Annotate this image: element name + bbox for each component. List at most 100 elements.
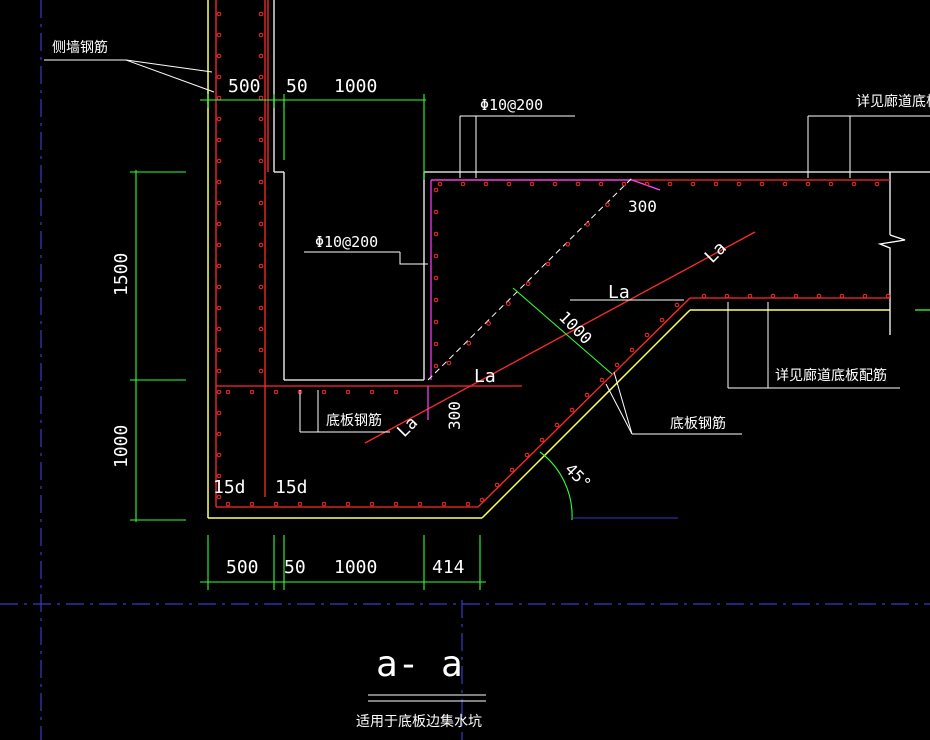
rebar-dot [216, 95, 222, 101]
rebar-dot [805, 181, 811, 187]
rebar-dot [216, 494, 222, 500]
rebar-dot [433, 363, 439, 369]
rebar-dot [460, 181, 466, 187]
rebar-dot [851, 181, 857, 187]
anchor-15d-left: 15d [213, 477, 246, 498]
rebar-dot [258, 242, 264, 248]
rebar-dot [494, 482, 500, 488]
rebar-dot [545, 261, 551, 267]
leader-lines [44, 59, 930, 702]
rebar-dot [862, 293, 868, 299]
rebar-dot [713, 181, 719, 187]
phi10-mid-label: Φ10@200 [315, 233, 378, 251]
dashed-diagonal [427, 177, 633, 381]
rebar-dot [216, 389, 222, 395]
rebar-dot [258, 179, 264, 185]
rebar-dot [598, 181, 604, 187]
rebar-dot [258, 221, 264, 227]
floor-rebar-left-label: 底板钢筋 [326, 412, 382, 429]
rebar-dot [249, 501, 255, 507]
rebar-dot [216, 347, 222, 353]
rebar-dot [483, 181, 489, 187]
rebar-dot [216, 179, 222, 185]
dim-1500: 1500 [111, 253, 132, 296]
rebar-dot [539, 437, 545, 443]
dim-1000-vert: 1000 [111, 425, 132, 468]
rebar-dot [417, 501, 423, 507]
rebar-dot [433, 209, 439, 215]
rebar-dot [258, 368, 264, 374]
rebar-dot [747, 293, 753, 299]
rebar-dot [216, 242, 222, 248]
rebar-dot [273, 501, 279, 507]
rebar-dot [345, 389, 351, 395]
rebar-dot [446, 360, 452, 366]
rebar-dot [393, 389, 399, 395]
rebar-dot [216, 158, 222, 164]
rebar-dot [441, 501, 447, 507]
dim-top-50: 50 [286, 76, 308, 97]
rebar-dot [258, 53, 264, 59]
rebar-dot [216, 137, 222, 143]
dim-bot-1000: 1000 [334, 557, 377, 578]
rebar-dot [433, 187, 439, 193]
rebar-dot [839, 293, 845, 299]
rebar-dot [216, 221, 222, 227]
rebar-dot [273, 389, 279, 395]
dim-300-top: 300 [628, 197, 657, 216]
dimension-lines [130, 94, 678, 590]
rebar-dot [614, 362, 620, 368]
rebar-dot [828, 181, 834, 187]
rebar-dot [225, 389, 231, 395]
rebar-dot [644, 181, 650, 187]
rebar-dot [524, 452, 530, 458]
rebar-dot [736, 181, 742, 187]
rebar-dot [249, 389, 255, 395]
rebar-dot [216, 116, 222, 122]
rebar-dot [465, 501, 471, 507]
rebar-dot [433, 275, 439, 281]
rebar-dot [393, 501, 399, 507]
rebar-dot [258, 32, 264, 38]
pit-outline [273, 0, 930, 381]
la-low-label: La [474, 366, 496, 387]
rebar-dot [216, 200, 222, 206]
rebar-dot [565, 241, 571, 247]
dim-top-500: 500 [228, 76, 261, 97]
rebar-dot [724, 293, 730, 299]
la-diag-label: La [701, 237, 731, 267]
rebar-dot [369, 389, 375, 395]
rebar-dot [874, 181, 880, 187]
rebar-dot [644, 332, 650, 338]
rebar-dot [216, 431, 222, 437]
concrete-outline [207, 0, 890, 519]
rebar-dot [486, 321, 491, 326]
dim-top-1000: 1000 [334, 76, 377, 97]
rebar-dot [258, 305, 264, 311]
rebar-dot [433, 297, 439, 303]
rebar-dot [667, 181, 673, 187]
rebar-dot [433, 319, 439, 325]
rebar-dot [599, 377, 605, 383]
rebar-dot [258, 137, 264, 143]
rebar-dot [621, 181, 627, 187]
dim-bot-414: 414 [432, 557, 465, 578]
rebar-dot [216, 326, 222, 332]
side-wall-rebar-label: 侧墙钢筋 [52, 39, 108, 56]
rebar-dot [369, 501, 375, 507]
rebar-dot [258, 284, 264, 290]
section-note: 适用于底板边集水坑 [356, 713, 482, 730]
rebar-dot [793, 293, 799, 299]
angle-45-label: 45° [561, 459, 595, 493]
rebar-dot [569, 407, 575, 413]
rebar-dot [466, 340, 472, 346]
rebar-dot [506, 301, 511, 306]
rebar-dot [216, 284, 222, 290]
rebar-dot [506, 181, 512, 187]
rebar-dots [216, 11, 891, 507]
rebar-dot [529, 181, 535, 187]
phi10-top-label: Φ10@200 [480, 96, 543, 114]
rebar-dot [297, 501, 303, 507]
